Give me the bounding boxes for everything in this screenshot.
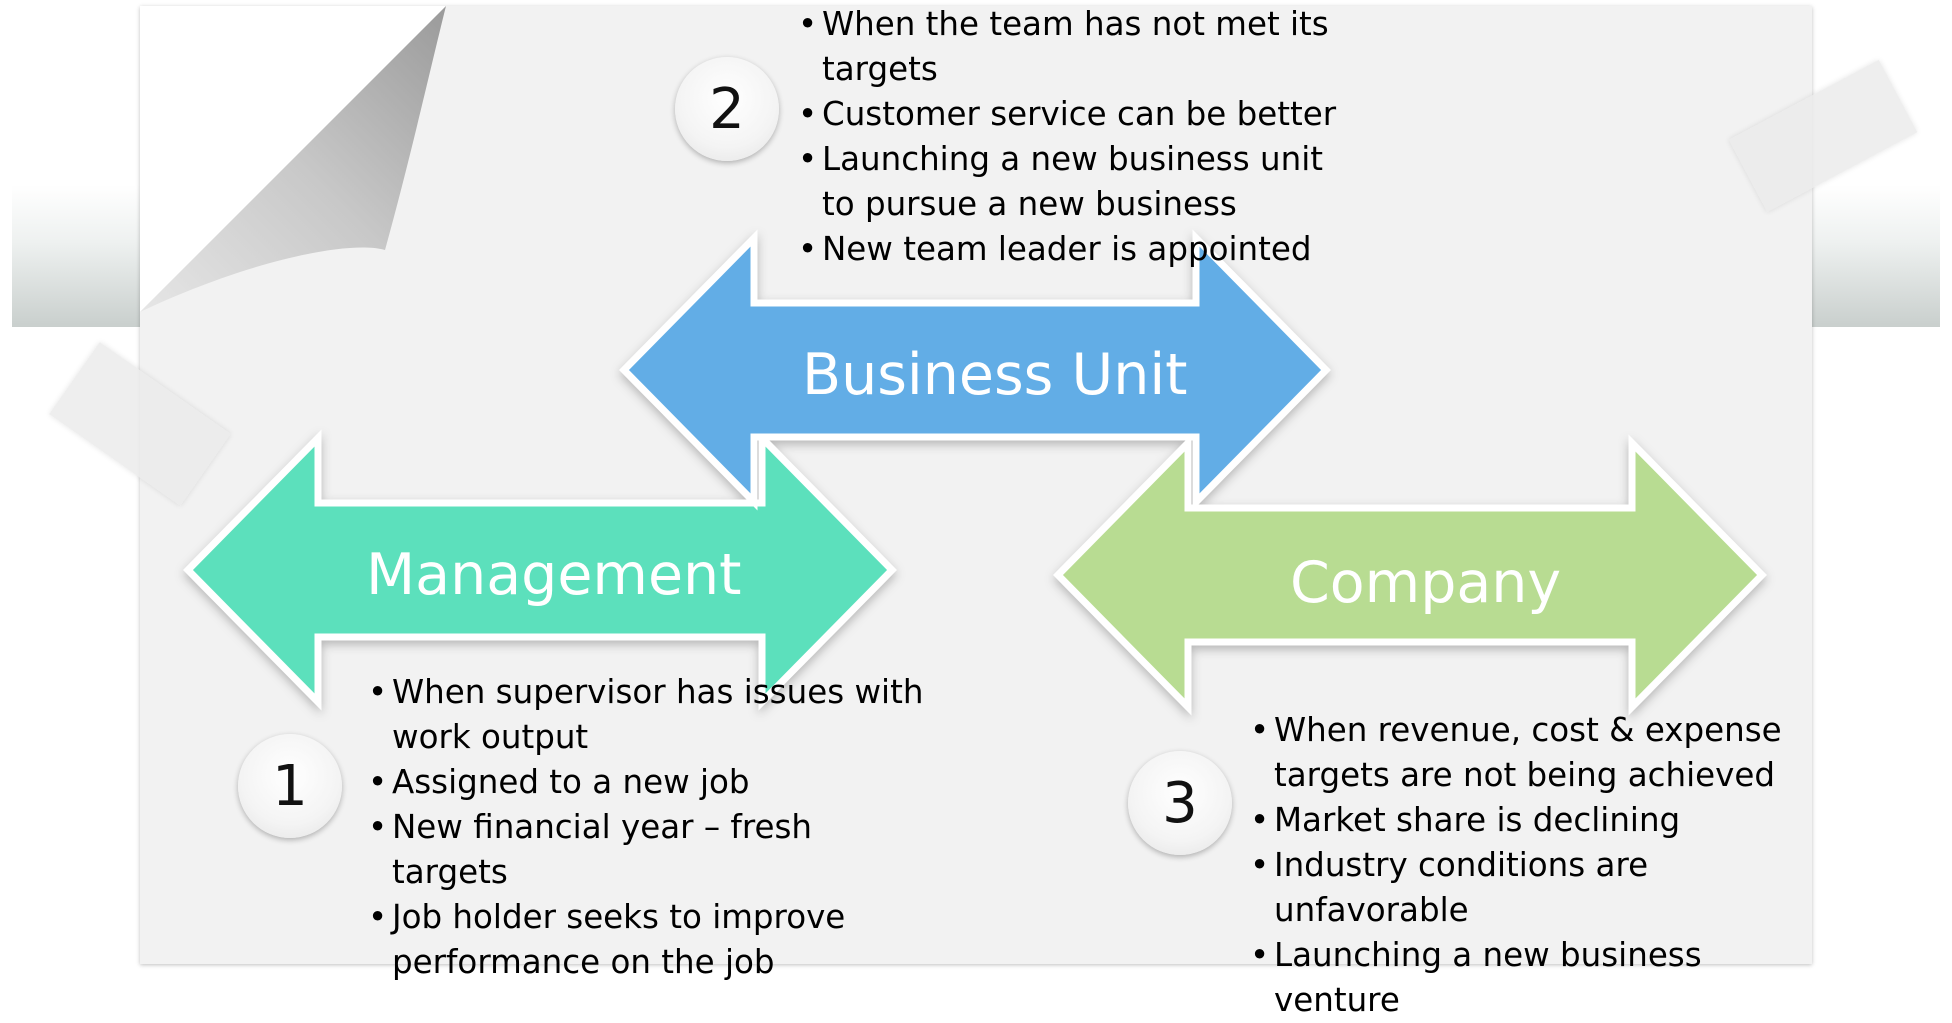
list-item: Launching a new business unit to pursue … xyxy=(796,137,1356,227)
business-unit-arrow-label: Business Unit xyxy=(802,342,1188,408)
group-number-2: 2 xyxy=(675,57,779,161)
company-bullet-list: When revenue, cost & expense targets are… xyxy=(1248,708,1828,1023)
list-item: When supervisor has issues with work out… xyxy=(366,670,926,760)
list-item: Customer service can be better xyxy=(796,92,1356,137)
management-bullet-list: When supervisor has issues with work out… xyxy=(366,670,926,985)
list-item: When revenue, cost & expense targets are… xyxy=(1248,708,1828,798)
company-arrow xyxy=(1053,434,1767,716)
group-number-3: 3 xyxy=(1128,751,1232,855)
business-unit-bullet-list: When the team has not met its targets Cu… xyxy=(796,2,1356,272)
list-item: Job holder seeks to improve performance … xyxy=(366,895,926,985)
list-item: When the team has not met its targets xyxy=(796,2,1356,92)
list-item: New team leader is appointed xyxy=(796,227,1356,272)
company-arrow-label: Company xyxy=(1290,550,1562,616)
arrows-diagram xyxy=(183,229,1767,716)
list-item: Industry conditions are unfavorable xyxy=(1248,843,1828,933)
management-arrow xyxy=(183,429,897,711)
list-item: Market share is declining xyxy=(1248,798,1828,843)
page-curl xyxy=(140,6,446,312)
management-arrow-label: Management xyxy=(366,542,742,608)
page-curl-flap xyxy=(140,6,446,312)
list-item: Assigned to a new job xyxy=(366,760,926,805)
list-item: Launching a new business venture xyxy=(1248,933,1828,1023)
list-item: New financial year – fresh targets xyxy=(366,805,926,895)
group-number-1: 1 xyxy=(238,734,342,838)
business-unit-arrow xyxy=(619,229,1331,511)
